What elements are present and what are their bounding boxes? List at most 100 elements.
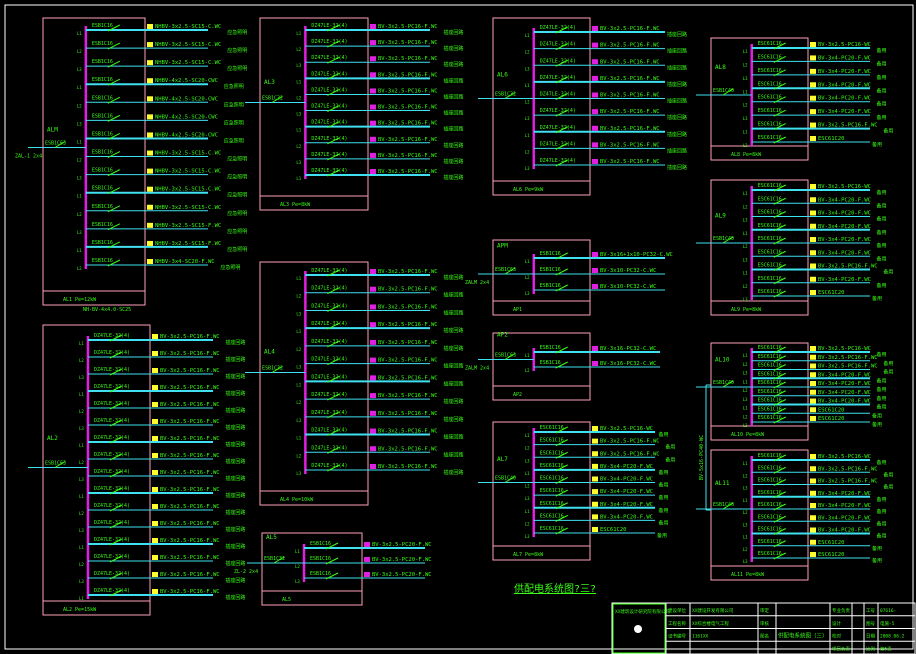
- panel-title: AL9 Pe=8kW: [731, 307, 762, 313]
- phase-tag: L2: [743, 62, 748, 67]
- breaker-switch-icon: [773, 290, 786, 298]
- phase-tag: L1: [79, 392, 84, 397]
- circuit-note: 插座回路: [225, 339, 245, 346]
- phase-tag: L1: [296, 128, 301, 133]
- circuit-breaker-label: ESB1C16: [92, 113, 113, 119]
- title-block-cell: 图名: [760, 633, 769, 640]
- circuit-note: 备用: [883, 269, 893, 276]
- incoming-breaker-label: ESB1C40: [713, 502, 734, 508]
- switch-icon: [504, 267, 516, 275]
- circuit-breaker-label: ESC61C16: [758, 196, 782, 202]
- circuit-breaker-label: ESB1C16: [92, 23, 113, 29]
- circuit-note: 应急照明: [224, 83, 244, 90]
- circuit-note: 备用: [883, 360, 893, 367]
- circuit-number-tag: [152, 436, 158, 441]
- circuit-note: 插座回路: [225, 424, 245, 431]
- circuit-number-tag: [592, 346, 598, 351]
- circuit-breaker-label: DZ47LE-32(4): [311, 357, 347, 363]
- breaker-switch-icon: [555, 439, 568, 447]
- cable-spec-label: BV-3x2.5-PC16-F.WC: [160, 470, 220, 476]
- breaker-switch-icon: [109, 368, 123, 376]
- breaker-switch-icon: [555, 126, 568, 134]
- circuit-breaker-label: DZ47LE-32(4): [311, 339, 347, 345]
- cable-spec-label: BV-3x4-PC20-F.WC: [818, 55, 871, 61]
- circuit-number-tag: [370, 169, 376, 174]
- phase-tag: L1: [525, 33, 530, 38]
- circuit-number-tag: [370, 88, 376, 94]
- circuit-note: 插座回路: [667, 48, 687, 55]
- phase-tag: L3: [525, 496, 530, 501]
- title-block-cell: 比例: [866, 645, 875, 652]
- phase-tag: L1: [77, 85, 82, 90]
- circuit-note: 插座回路: [443, 363, 463, 370]
- circuit-note: 插座回路: [667, 98, 687, 105]
- circuit-breaker-label: ESC61C16: [758, 478, 782, 484]
- circuit-breaker-label: ESC61C16: [758, 122, 782, 128]
- circuit-number-tag: [152, 419, 158, 424]
- phase-tag: L2: [525, 100, 530, 105]
- circuit-breaker-label: DZ47LE-32(4): [94, 418, 130, 424]
- phase-tag: L2: [295, 564, 300, 569]
- phase-tag: L3: [295, 579, 300, 584]
- cable-spec-label: BV-3x4-PC20-F.WC: [600, 489, 653, 495]
- phase-tag: L1: [79, 545, 84, 550]
- cable-spec-label: BV-3x2.5-PC16-F.WC: [378, 287, 438, 293]
- panel-title-box: [492, 180, 591, 196]
- feeder-label: ZALM 2x4: [465, 280, 489, 286]
- circuit-note: 备用: [883, 484, 893, 491]
- cable-spec-label: BV-3x2.5-PC16-F.WC: [600, 159, 660, 165]
- breaker-switch-icon: [107, 169, 121, 177]
- breaker-switch-icon: [773, 355, 786, 363]
- phase-tag: L1: [743, 89, 748, 94]
- phase-tag: L2: [77, 158, 82, 163]
- cable-spec-label: BV-3x2.5-PC16-F.WC: [378, 24, 438, 30]
- incoming-breaker-label: ESB1C32: [262, 366, 283, 372]
- breaker-switch-icon: [555, 514, 568, 522]
- cable-spec-label: ESC61C20: [818, 290, 845, 296]
- breaker-switch-icon: [773, 491, 786, 499]
- cable-spec-label: NHBV-3x2.5-SC15-C.WC: [155, 151, 221, 157]
- circuit-number-tag: [370, 464, 376, 469]
- circuit-number-tag: [810, 122, 816, 128]
- cable-spec-label: BV-3x4-PC20-F.WC: [818, 82, 871, 88]
- circuit-number-tag: [364, 557, 370, 562]
- cable-spec-label: ESC61C20: [818, 552, 845, 558]
- cable-spec-label: BV-3x4-PC20-F.WC: [818, 109, 871, 115]
- circuit-number-tag: [810, 539, 816, 545]
- circuit-number-tag: [810, 478, 816, 484]
- circuit-note: 备用: [877, 60, 887, 67]
- circuit-number-tag: [147, 240, 153, 246]
- cable-spec-label: ESC61C20: [818, 416, 845, 422]
- title-block-cell: 供配电系统图（三）: [778, 632, 828, 640]
- panel-title: AL4 Pe=10kW: [280, 497, 314, 503]
- circuit-note: 插座回路: [443, 380, 463, 387]
- breaker-switch-icon: [109, 385, 123, 393]
- cable-spec-label: BV-3x2.5-PC16-F.WC: [600, 43, 660, 49]
- circuit-breaker-label: ESB1C16: [92, 77, 113, 83]
- breaker-switch-icon: [555, 159, 568, 167]
- cable-spec-label: NHBV-3x2.5-SC15-C.WC: [155, 205, 221, 211]
- panel-name: AP2: [497, 332, 508, 339]
- phase-tag: L1: [743, 461, 748, 466]
- circuit-note: 插座回路: [443, 416, 463, 423]
- circuit-breaker-label: DZ47LE-32(4): [540, 25, 576, 31]
